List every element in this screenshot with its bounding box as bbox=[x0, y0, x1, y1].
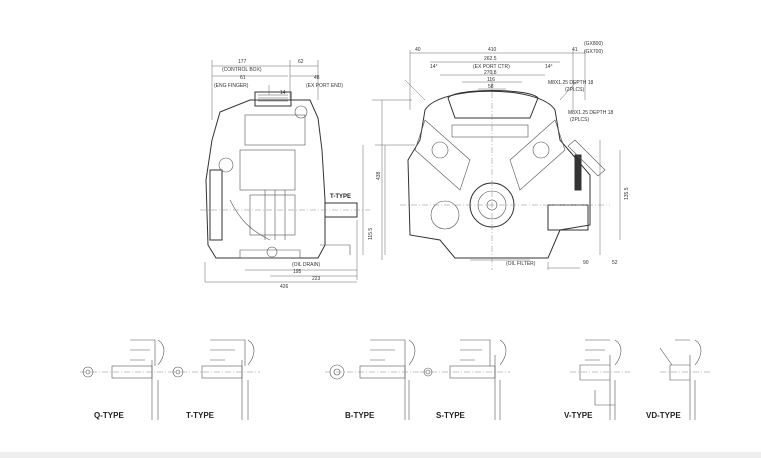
dim-438: 438 bbox=[376, 171, 382, 180]
note-gx700: (GX700) bbox=[584, 49, 603, 55]
dim-135: 135.5 bbox=[624, 187, 630, 200]
dim-116: 116 bbox=[487, 77, 495, 83]
dim-58: 58 bbox=[488, 84, 494, 90]
dim-426: 426 bbox=[280, 284, 289, 290]
dim-48: 48 bbox=[314, 75, 320, 81]
t-type-label: T-TYPE bbox=[330, 194, 351, 200]
bottom-strip bbox=[0, 452, 761, 458]
dim-90: 90 bbox=[583, 260, 589, 266]
vd-type-label: VD-TYPE bbox=[646, 411, 681, 420]
note-eng-finger: (ENG FINGER) bbox=[214, 83, 249, 89]
dim-62: 62 bbox=[298, 59, 304, 65]
dim-61: 61 bbox=[240, 75, 246, 81]
angle-left: 14° bbox=[430, 64, 438, 70]
shaft-v-type: V-TYPE bbox=[564, 339, 630, 420]
shaft-b-type: B-TYPE bbox=[325, 339, 420, 420]
note-oil-drain: (OIL DRAIN) bbox=[292, 262, 320, 268]
v-type-label: V-TYPE bbox=[564, 411, 593, 420]
note-m8-side: M8X1.25 DEPTH 18 bbox=[568, 110, 614, 116]
dim-195: 195 bbox=[293, 269, 302, 275]
note-gx800: (GX800) bbox=[584, 41, 603, 47]
dim-115: 115.5 bbox=[368, 228, 374, 240]
dim-177: 177 bbox=[238, 59, 247, 65]
shaft-vd-type: VD-TYPE bbox=[646, 339, 710, 420]
note-ex-port-end: (EX PORT END) bbox=[306, 83, 343, 89]
angle-right: 14° bbox=[545, 64, 553, 70]
side-view: 177 62 (CONTROL BOX) 61 (ENG FINGER) 48 … bbox=[200, 59, 374, 290]
dim-223: 223 bbox=[312, 276, 321, 282]
note-m8-top: M8X1.25 DEPTH 18 bbox=[548, 80, 594, 86]
note-m8-side-places: (2PLCS) bbox=[570, 117, 590, 123]
dim-52: 52 bbox=[612, 260, 618, 266]
shaft-t-type: T-TYPE bbox=[170, 339, 260, 420]
t-type-shaft-label: T-TYPE bbox=[186, 411, 215, 420]
dim-40: 40 bbox=[415, 47, 421, 53]
note-m8-top-places: (2PLCS) bbox=[565, 87, 585, 93]
front-view: 40 410 41 (GX800) (GX700) 262.5 (EX PORT… bbox=[372, 41, 630, 270]
shaft-s-type: S-TYPE bbox=[420, 339, 510, 420]
dim-14: 14 bbox=[280, 90, 286, 96]
b-type-label: B-TYPE bbox=[345, 411, 375, 420]
note-control-box: (CONTROL BOX) bbox=[222, 67, 262, 73]
dim-270: 270.8 bbox=[484, 70, 497, 76]
note-ex-port-ctr: (EX PORT CTR) bbox=[473, 64, 510, 70]
q-type-label: Q-TYPE bbox=[94, 411, 124, 420]
shaft-q-type: Q-TYPE bbox=[80, 339, 170, 420]
note-oil-filter: (OIL FILTER) bbox=[506, 261, 536, 267]
shaft-types: Q-TYPE T-TYPE B-TYPE S-TYPE V-TYPE bbox=[80, 339, 710, 420]
dim-262: 262.5 bbox=[484, 56, 497, 62]
dim-41: 41 bbox=[572, 47, 578, 53]
s-type-label: S-TYPE bbox=[436, 411, 466, 420]
dim-410: 410 bbox=[488, 47, 497, 53]
